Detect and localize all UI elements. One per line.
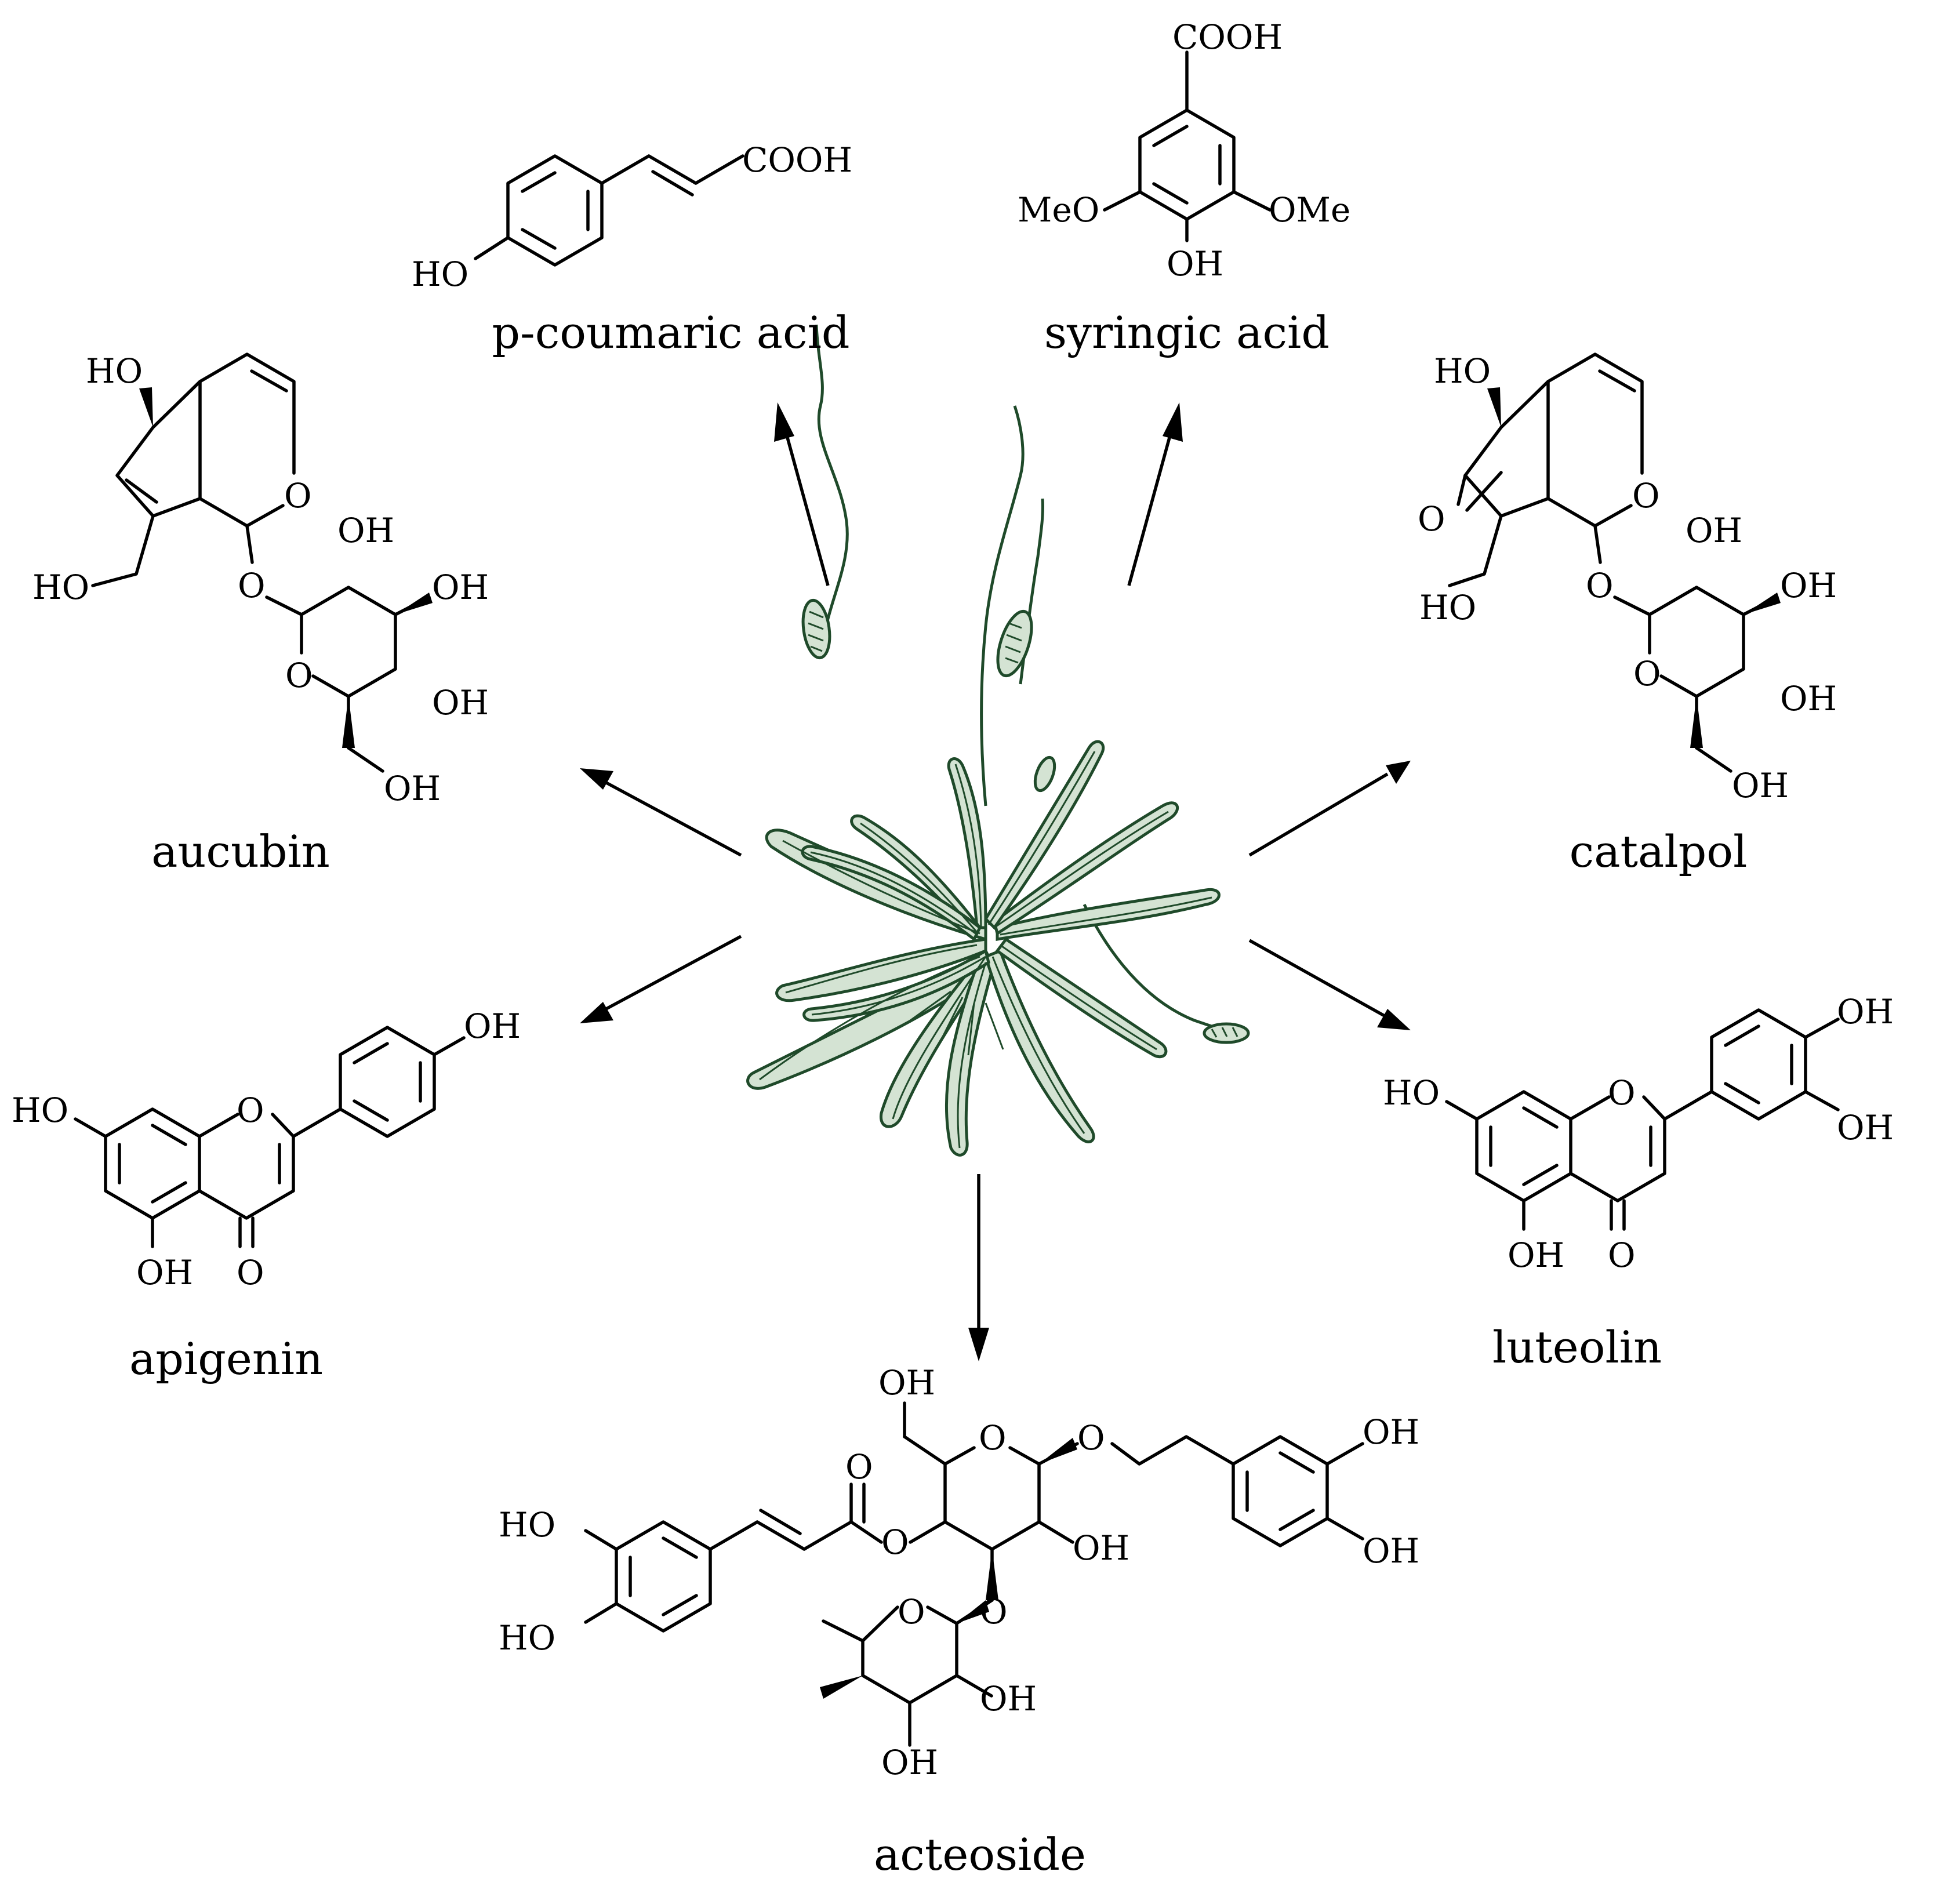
syringic-acid-structure: COOH MeO OMe OH syringic acid: [1018, 17, 1350, 358]
ho-c2-label: HO: [499, 1618, 555, 1658]
oh-5-label: OH: [136, 1253, 193, 1292]
arrow-to-p-coumaric-acid: [774, 402, 830, 586]
ho-a-ring-label: HO: [1383, 1073, 1440, 1113]
oh-4-label: OH: [384, 769, 441, 808]
arrows: [580, 402, 1411, 1361]
o-epoxide-label: O: [1418, 499, 1445, 539]
ho-ch2-label: HO: [1419, 588, 1476, 627]
apigenin-structure: OH HO O OH O apigenin: [12, 1006, 521, 1385]
plantago-plant-illustration: [746, 324, 1250, 1157]
o-carbonyl-label: O: [845, 1447, 873, 1487]
o-ring-label: O: [1632, 476, 1660, 515]
o-sugar-label: O: [1633, 654, 1661, 693]
flower-spike-right: [996, 609, 1033, 678]
o-sugar-label: O: [285, 656, 313, 695]
o-rha-ring-label: O: [898, 1592, 925, 1632]
oh-4-label: OH: [1732, 766, 1789, 805]
syringic-acid-label: syringic acid: [1044, 307, 1330, 358]
oh-ch2-label: OH: [878, 1363, 935, 1402]
flower-spike-small: [1033, 755, 1056, 793]
leaf-veins: [759, 751, 1212, 1149]
oh-3p-label: OH: [1837, 992, 1894, 1031]
cooh-label: COOH: [1172, 17, 1283, 57]
arrow-to-apigenin: [580, 935, 742, 1023]
arrow-to-aucubin: [580, 768, 742, 857]
oh-1-label: OH: [1686, 511, 1742, 550]
o-link-label: O: [238, 566, 266, 605]
p-coumaric-acid-label: p-coumaric acid: [492, 307, 849, 358]
ho-a-ring-label: HO: [12, 1091, 68, 1130]
o-keto-label: O: [237, 1253, 264, 1292]
arrow-to-catalpol: [1248, 761, 1411, 857]
oh-3-label: OH: [432, 683, 489, 722]
cooh-label: COOH: [742, 140, 852, 180]
oh-b-ring-label: OH: [464, 1006, 521, 1046]
ho-top-label: HO: [86, 351, 143, 391]
p-coumaric-acid-structure: COOH HO p-coumaric acid: [412, 140, 852, 358]
luteolin-label: luteolin: [1492, 1321, 1662, 1373]
o-link-label: O: [1586, 566, 1614, 605]
meo-label: MeO: [1018, 190, 1099, 230]
leaf-rosette: [746, 740, 1221, 1157]
oh-1-label: OH: [337, 511, 394, 550]
o-ring-label: O: [237, 1091, 264, 1130]
oh-2-label: OH: [1780, 566, 1837, 605]
flower-stalk-left: [815, 324, 849, 656]
o-glycosidic-label: O: [1077, 1418, 1105, 1458]
acteoside-label: acteoside: [874, 1829, 1086, 1880]
oh-glc-label: OH: [1073, 1528, 1129, 1568]
arrow-to-luteolin: [1248, 939, 1411, 1030]
o-rha-link-label: O: [980, 1592, 1008, 1632]
oh-5-label: OH: [1508, 1236, 1564, 1275]
ome-label: OMe: [1269, 190, 1350, 230]
acteoside-structure: OH O O OH OH O HO HO O OH O O OH OH acte…: [499, 1363, 1419, 1880]
luteolin-structure: OH OH HO O OH O luteolin: [1383, 992, 1894, 1373]
ho-ch2-label: HO: [32, 568, 89, 607]
arrow-to-syringic-acid: [1127, 402, 1183, 586]
flower-spike-left: [801, 598, 831, 660]
catalpol-structure: HO O O HO O OH OH O OH OH catalpol: [1418, 351, 1837, 877]
ho-c1-label: HO: [499, 1505, 555, 1545]
oh-rha2-label: OH: [881, 1743, 938, 1782]
arrow-to-acteoside: [968, 1174, 989, 1361]
oh-r2-label: OH: [1363, 1531, 1419, 1571]
oh-rha1-label: OH: [980, 1679, 1037, 1718]
oh-label: OH: [1167, 244, 1223, 284]
aucubin-structure: HO O HO O OH OH O OH OH aucubin: [32, 351, 489, 877]
flower-stalk-right: [980, 405, 1025, 806]
ho-top-label: HO: [1434, 351, 1491, 391]
catalpol-label: catalpol: [1570, 826, 1748, 877]
aucubin-label: aucubin: [151, 826, 330, 877]
flower-spike-lower: [1203, 1022, 1250, 1044]
oh-4p-label: OH: [1837, 1108, 1894, 1147]
oh-2-label: OH: [432, 568, 489, 607]
o-keto-label: O: [1608, 1236, 1636, 1275]
o-glc-ring-label: O: [979, 1418, 1007, 1458]
o-ring-label: O: [284, 476, 312, 515]
oh-3-label: OH: [1780, 679, 1837, 718]
oh-r1-label: OH: [1363, 1412, 1419, 1452]
apigenin-label: apigenin: [129, 1333, 323, 1385]
plant-roots: [910, 990, 1004, 1056]
ho-label: HO: [412, 255, 468, 294]
o-ester-label: O: [881, 1523, 909, 1562]
o-ring-label: O: [1608, 1073, 1636, 1113]
